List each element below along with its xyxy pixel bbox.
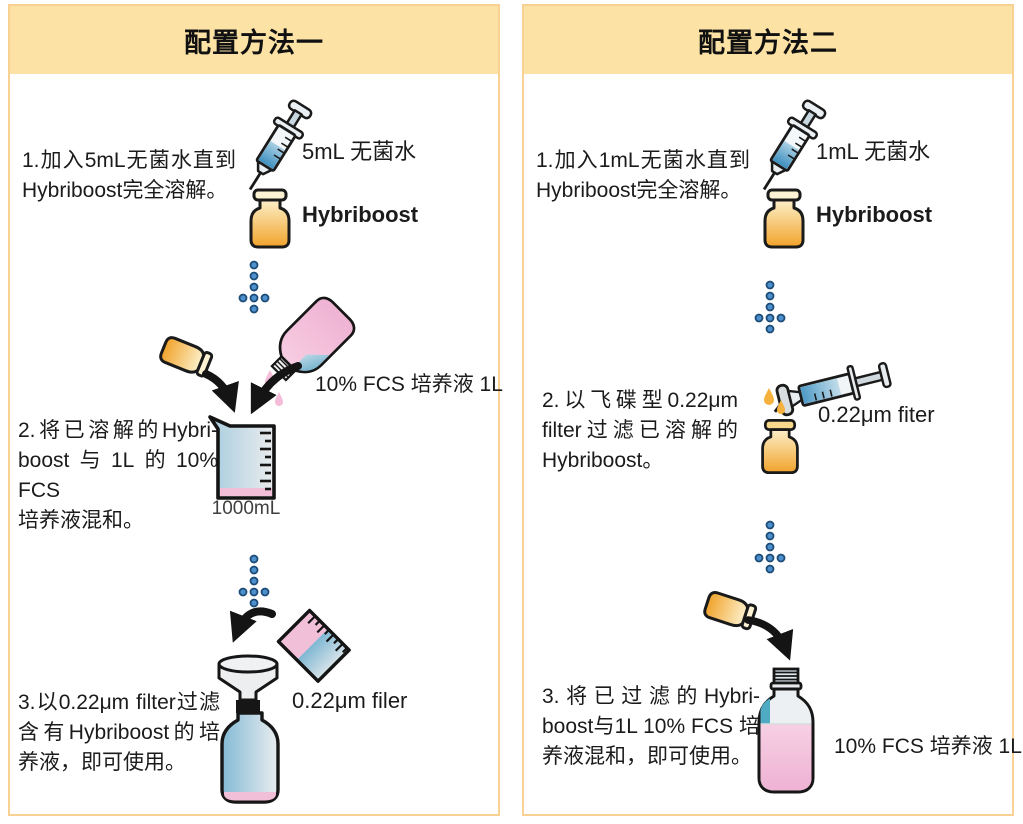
filter-funnel-bottle-icon [217, 654, 280, 804]
text-line: 1.加入5mL无菌水直到 [22, 149, 236, 172]
method1-title: 配置方法一 [184, 27, 324, 58]
method1-step2-text: 2.将已溶解的Hybri- boost与1L的10% FCS 培养液混和。 [18, 416, 218, 536]
mixing-scene-icon [159, 296, 356, 500]
vial-label: Hybriboost [816, 202, 933, 227]
method2-header: 配置方法二 [524, 6, 1012, 74]
fcs-bottle-label: 10% FCS 培养液 1L [834, 735, 1022, 758]
dotted-arrow-icon [754, 280, 786, 334]
fcs-bottle-label: 10% FCS 培养液 1L [315, 373, 503, 396]
text-line: Hybriboost。 [542, 449, 664, 472]
hybriboost-vial-icon [763, 188, 805, 249]
curved-arrow-icon [744, 616, 794, 661]
curved-arrow-icon [250, 362, 302, 415]
hybriboost-vial-icon [761, 419, 799, 475]
method1-step1-text: 1.加入5mL无菌水直到 Hybriboost完全溶解。 [22, 146, 236, 206]
pouring-vial-scene-icon [703, 591, 794, 661]
method1-panel: 配置方法一 1.加入5mL无菌水直到 Hybriboost完全溶解。 [8, 4, 503, 816]
method2-step3-text: 3.将已过滤的Hybri- boost与1L 10% FCS 培 养液混和，即可… [542, 682, 760, 772]
filter-label: 0.22μm filer [292, 688, 408, 713]
pouring-vial-icon [703, 591, 758, 631]
method2-panel: 配置方法二 1.加入1mL无菌水直到 Hybriboost完全溶解。 [522, 4, 1022, 816]
media-bottle-icon [757, 667, 815, 794]
pouring-vial-icon [159, 336, 214, 378]
curved-arrow-icon [202, 370, 239, 413]
text-line: boost与1L 10% FCS 培 [542, 715, 760, 738]
text-line: 1.加入1mL无菌水直到 [536, 149, 750, 172]
method1-step3-text: 3.以0.22μm filter过滤 含有Hybriboost的培 养液，即可使… [18, 688, 220, 778]
text-line: 含有Hybriboost的培 [18, 721, 220, 744]
text-line: 2.以飞碟型0.22μm [542, 389, 738, 412]
droplet-icon [764, 388, 785, 414]
hybriboost-vial-icon [249, 188, 291, 249]
dotted-arrow-icon [754, 520, 786, 574]
text-line: 2.将已溶解的Hybri- [18, 419, 218, 442]
tilted-beaker-icon [276, 608, 351, 683]
method2-title: 配置方法二 [698, 27, 838, 58]
dotted-arrow-icon [238, 260, 270, 314]
text-line: boost与1L的10% FCS [18, 449, 218, 502]
filter-label: 0.22μm fiter [818, 402, 935, 427]
curved-arrow-icon [229, 607, 276, 643]
filtering-scene-icon [217, 607, 351, 804]
syringe-icon [248, 99, 313, 191]
syringe-filter-icon [764, 362, 892, 417]
method1-header: 配置方法一 [10, 6, 498, 74]
text-line: Hybriboost完全溶解。 [22, 179, 228, 202]
syringe-label: 1mL 无菌水 [816, 139, 931, 164]
text-line: 3.以0.22μm filter过滤 [18, 691, 220, 714]
dotted-arrow-icon [238, 554, 270, 608]
text-line: 3.将已过滤的Hybri- [542, 685, 760, 708]
syringe-label: 5mL 无菌水 [302, 139, 417, 164]
text-line: 养液混和，即可使用。 [542, 745, 752, 768]
text-line: 培养液混和。 [18, 509, 144, 532]
method2-step2-text: 2.以飞碟型0.22μm filter过滤已溶解的 Hybriboost。 [542, 386, 738, 476]
vial-label: Hybriboost [302, 202, 419, 227]
beaker-volume-label: 1000mL [211, 498, 281, 519]
text-line: 养液，即可使用。 [18, 751, 186, 774]
syringe-icon [762, 99, 827, 191]
text-line: Hybriboost完全溶解。 [536, 179, 742, 202]
text-line: filter过滤已溶解的 [542, 419, 738, 442]
beaker-icon [208, 415, 276, 500]
method2-step1-text: 1.加入1mL无菌水直到 Hybriboost完全溶解。 [536, 146, 750, 206]
